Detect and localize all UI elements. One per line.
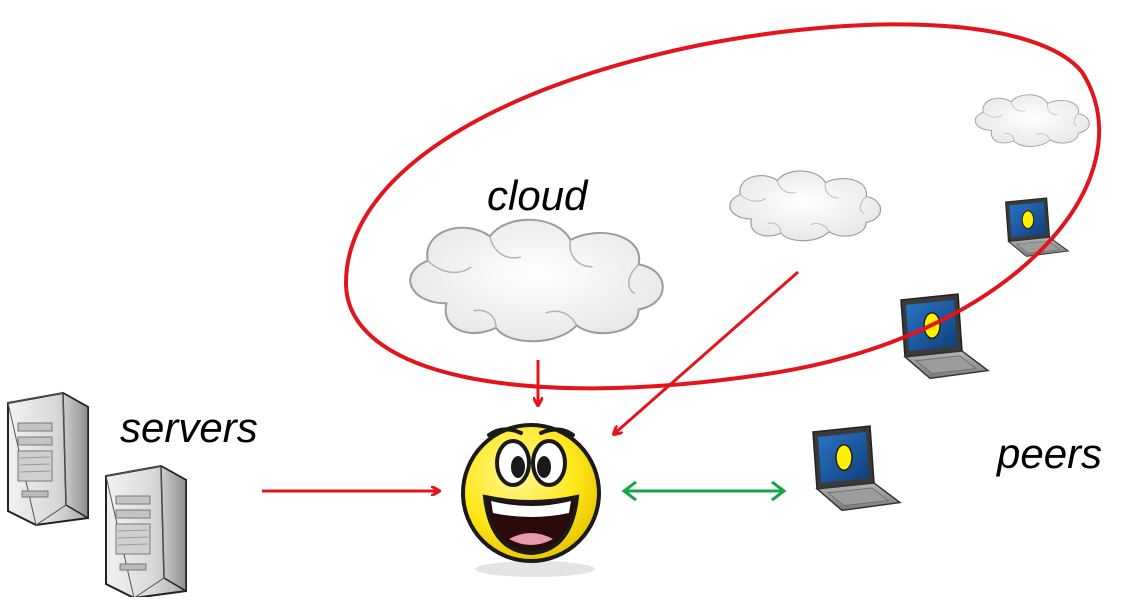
- cloud-label: cloud: [487, 172, 588, 219]
- server-tower-icon-1: [7, 392, 89, 526]
- servers-label: servers: [120, 404, 258, 451]
- arrow-remote-cloud-to-user: [614, 270, 799, 434]
- smiley-face-icon: [461, 423, 601, 577]
- arrow-user-peers-bidirectional: [621, 480, 787, 502]
- laptop-icon-peer: [812, 425, 901, 512]
- cloud-icon-small: [974, 94, 1090, 147]
- cloud-boundary-ellipse: [343, 22, 1102, 391]
- server-tower-icon-2: [105, 465, 187, 599]
- cloud-icon-large: [409, 218, 664, 343]
- cloud-icon-medium: [729, 170, 882, 242]
- laptop-icon-medium: [900, 293, 989, 380]
- peers-label: peers: [997, 430, 1103, 477]
